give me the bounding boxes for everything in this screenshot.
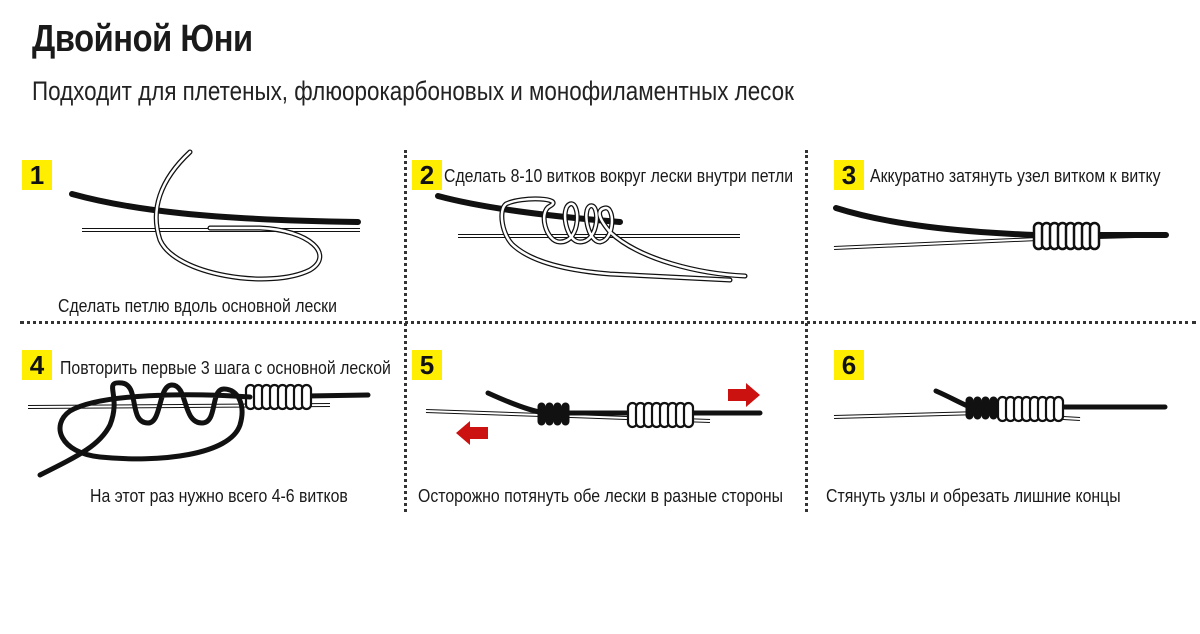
step-6-caption: Стянуть узлы и обрезать лишние концы (826, 486, 1121, 506)
page-subtitle: Подходит для плетеных, флюорокарбоновых … (32, 76, 794, 106)
coil-line (499, 196, 748, 283)
step-3-illustration (833, 205, 1169, 251)
loop-line (153, 149, 323, 282)
main-line (833, 205, 1169, 238)
step-4-panel: 4 Повторить первые 3 шага с основной лес… (10, 345, 400, 515)
step-4-illustration (27, 380, 371, 478)
horizontal-divider (20, 321, 1196, 324)
step-4-note: На этот раз нужно всего 4-6 витков (90, 486, 348, 506)
step-6-panel: 6 Стянуть узлы и обрезать лишние концы (810, 345, 1200, 515)
step-5-illustration (425, 383, 763, 445)
step-3-badge: 3 (834, 160, 864, 190)
dark-coil-wraps (537, 402, 570, 426)
step-3-panel: 3 Аккуратно затянуть узел витком к витку (810, 150, 1200, 320)
step-6-badge: 6 (834, 350, 864, 380)
light-coil-wraps (626, 401, 695, 429)
step-2-caption: Сделать 8-10 витков вокруг лески внутри … (444, 166, 794, 186)
vertical-divider-right (805, 150, 808, 512)
step-1-caption: Сделать петлю вдоль основной лески (58, 296, 337, 316)
main-line (69, 191, 361, 225)
arrow-right-icon (728, 383, 760, 407)
step-3-caption: Аккуратно затянуть узел витком к витку (870, 166, 1161, 186)
step-5-panel: 5 Осторожно потянуть обе лески в разные … (410, 345, 800, 515)
dark-coil-wraps (965, 396, 998, 420)
main-line (485, 390, 763, 416)
page-title: Двойной Юни (32, 18, 253, 60)
step-4-caption: Повторить первые 3 шага с основной леско… (60, 358, 391, 378)
step-1-illustration (69, 149, 361, 282)
step-5-badge: 5 (412, 350, 442, 380)
light-coil-wraps (996, 395, 1065, 423)
main-line-loop (37, 380, 253, 478)
step-6-illustration (833, 388, 1168, 423)
step-2-illustration (435, 193, 748, 283)
coil-wraps (244, 383, 313, 411)
vertical-divider-left (404, 150, 407, 512)
step-2-badge: 2 (412, 160, 442, 190)
coil-wraps (1032, 221, 1101, 251)
step-4-badge: 4 (22, 350, 52, 380)
arrow-left-icon (456, 421, 488, 445)
step-1-panel: 1 Сделать петлю вдоль основной лески (10, 149, 400, 320)
step-1-badge: 1 (22, 160, 52, 190)
step-2-panel: 2 Сделать 8-10 витков вокруг лески внутр… (410, 150, 800, 320)
step-5-caption: Осторожно потянуть обе лески в разные ст… (418, 486, 784, 506)
